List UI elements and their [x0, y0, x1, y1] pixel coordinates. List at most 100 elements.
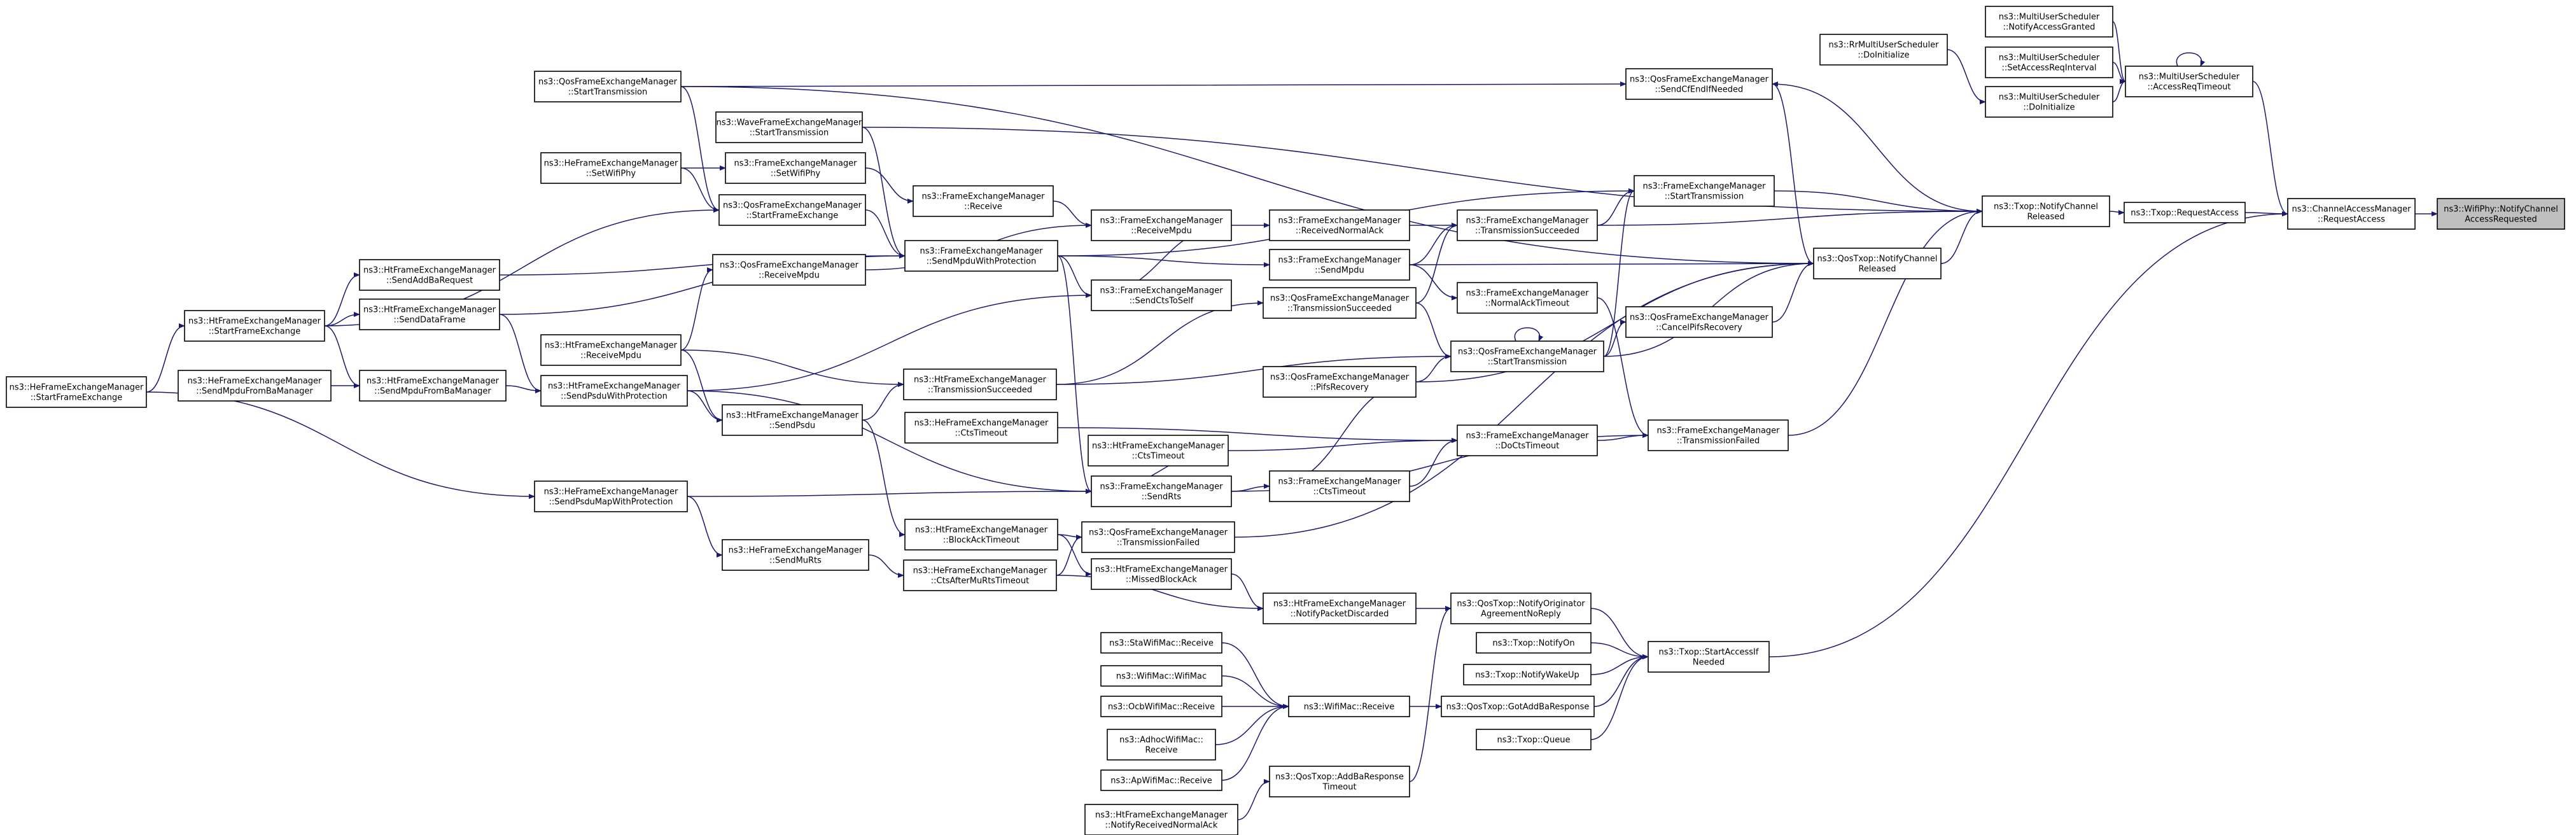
edge-qos-fem-pifs-recovery-to-qos-fem-start-transmission — [1415, 354, 1452, 382]
node-label: ns3::Txop::NotifyOn — [1492, 639, 1574, 649]
node-wi-fi-phy-notify-channel-access-requested[interactable]: ns3::WifiPhy::NotifyChannelAccessRequest… — [2437, 198, 2565, 230]
node-he-fem-send-psdu-map-with-protection[interactable]: ns3::HeFrameExchangeManager::SendPsduMap… — [534, 481, 688, 512]
node-ocb-wifi-mac-receive[interactable]: ns3::OcbWifiMac::Receive — [1100, 696, 1222, 717]
node-qos-fem-cancel-pifs-recovery[interactable]: ns3::QosFrameExchangeManager::CancelPifs… — [1625, 306, 1773, 338]
node-ht-fem-send-mpdu-from-ba-manager[interactable]: ns3::HtFrameExchangeManager::SendMpduFro… — [359, 370, 507, 402]
node-label: ::DoInitialize — [2023, 103, 2075, 113]
node-qos-fem-start-frame-exchange[interactable]: ns3::QosFrameExchangeManager::StartFrame… — [718, 194, 866, 226]
edge-he-fem-cts-after-mu-rts-timeout-to-qos-fem-transmission-failed — [1056, 535, 1082, 576]
node-mus-notify-access-granted[interactable]: ns3::MultiUserScheduler::NotifyAccessGra… — [1985, 6, 2113, 38]
node-ht-fem-missed-block-ack[interactable]: ns3::HtFrameExchangeManager::MissedBlock… — [1091, 558, 1232, 590]
edge-qos-txop-got-add-ba-response-to-txop-start-access-if-needed — [1593, 654, 1649, 707]
node-label: ns3::FrameExchangeManager — [920, 247, 1043, 256]
node-label: ns3::HtFrameExchangeManager — [363, 305, 496, 315]
node-fem-set-wifi-phy[interactable]: ns3::FrameExchangeManager::SetWifiPhy — [725, 152, 866, 184]
edge-ht-fem-receive-mpdu-to-qos-fem-receive-mpdu — [680, 267, 713, 351]
node-box — [904, 519, 1058, 551]
node-box — [1288, 696, 1410, 717]
node-qos-txop-got-add-ba-response[interactable]: ns3::QosTxop::GotAddBaResponse — [1441, 696, 1595, 717]
node-label: ns3::Txop::Queue — [1497, 736, 1571, 745]
node-label: ns3::WifiMac::Receive — [1304, 703, 1394, 712]
node-rr-mus-do-initialize[interactable]: ns3::RrMultiUserScheduler::DoInitialize — [1819, 34, 1948, 66]
node-label: ::CtsTimeout — [955, 429, 1008, 439]
node-label: ns3::MultiUserScheduler — [1999, 93, 2100, 102]
node-label: ns3::HtFrameExchangeManager — [726, 411, 859, 421]
node-wave-fem-start-transmission[interactable]: ns3::WaveFrameExchangeManager::StartTran… — [715, 111, 863, 143]
node-mus-do-initialize[interactable]: ns3::MultiUserScheduler::DoInitialize — [1985, 86, 2113, 118]
node-fem-send-cts-to-self[interactable]: ns3::FrameExchangeManager::SendCtsToSelf — [1091, 279, 1232, 311]
node-he-fem-send-mpdu-from-ba-manager[interactable]: ns3::HeFrameExchangeManager::SendMpduFro… — [178, 370, 332, 402]
node-mus-access-req-timeout[interactable]: ns3::MultiUserScheduler::AccessReqTimeou… — [2125, 66, 2253, 97]
node-he-fem-cts-after-mu-rts-timeout[interactable]: ns3::HeFrameExchangeManager::CtsAfterMuR… — [903, 559, 1057, 591]
node-channel-access-manager-request-access[interactable]: ns3::ChannelAccessManager::RequestAccess — [2287, 198, 2416, 230]
node-ht-fem-cts-timeout[interactable]: ns3::HtFrameExchangeManager::CtsTimeout — [1088, 435, 1229, 467]
node-ht-fem-receive-mpdu[interactable]: ns3::HtFrameExchangeManager::ReceiveMpdu — [540, 334, 682, 366]
node-label: ns3::FrameExchangeManager — [1642, 182, 1766, 192]
node-ht-fem-transmission-succeeded[interactable]: ns3::HtFrameExchangeManager::Transmissio… — [903, 368, 1057, 400]
node-qos-fem-transmission-succeeded[interactable]: ns3::QosFrameExchangeManager::Transmissi… — [1263, 287, 1417, 319]
node-txop-request-access[interactable]: ns3::Txop::RequestAccess — [2124, 202, 2246, 223]
node-txop-queue[interactable]: ns3::Txop::Queue — [1476, 729, 1592, 750]
node-ht-fem-notify-packet-discarded[interactable]: ns3::HtFrameExchangeManager::NotifyPacke… — [1263, 593, 1417, 624]
node-fem-receive[interactable]: ns3::FrameExchangeManager::Receive — [913, 185, 1054, 217]
node-qos-fem-pifs-recovery[interactable]: ns3::QosFrameExchangeManager::PifsRecove… — [1263, 366, 1417, 398]
node-fem-receive-mpdu[interactable]: ns3::FrameExchangeManager::ReceiveMpdu — [1091, 209, 1232, 241]
node-qos-fem-transmission-failed[interactable]: ns3::QosFrameExchangeManager::Transmissi… — [1081, 521, 1235, 553]
node-ht-fem-start-frame-exchange[interactable]: ns3::HtFrameExchangeManager::StartFrameE… — [184, 310, 325, 342]
node-ht-fem-send-psdu-with-protection[interactable]: ns3::HtFrameExchangeManager::SendPsduWit… — [540, 375, 688, 407]
node-mus-set-access-req-interval[interactable]: ns3::MultiUserScheduler::SetAccessReqInt… — [1985, 46, 2113, 78]
node-he-fem-start-frame-exchange[interactable]: ns3::HeFrameExchangeManager::StartFrameE… — [6, 376, 147, 408]
node-fem-send-rts[interactable]: ns3::FrameExchangeManager::SendRts — [1091, 475, 1232, 507]
node-label: ns3::QosFrameExchangeManager — [723, 201, 862, 211]
node-wifi-mac-receive[interactable]: ns3::WifiMac::Receive — [1288, 696, 1410, 717]
node-box — [1441, 696, 1595, 717]
node-box — [1107, 729, 1216, 761]
node-box — [712, 254, 866, 286]
node-ht-fem-send-data-frame[interactable]: ns3::HtFrameExchangeManager::SendDataFra… — [359, 298, 500, 330]
node-txop-notify-on[interactable]: ns3::Txop::NotifyOn — [1476, 632, 1592, 654]
node-box — [540, 152, 682, 184]
node-box — [1091, 475, 1232, 507]
node-label: ns3::HtFrameExchangeManager — [915, 526, 1048, 535]
node-qos-fem-start-transmission-top[interactable]: ns3::QosFrameExchangeManager::StartTrans… — [534, 71, 682, 102]
node-txop-notify-wake-up[interactable]: ns3::Txop::NotifyWakeUp — [1463, 664, 1592, 685]
edge-qos-fem-send-cf-end-if-needed-to-txop-notify-channel-released — [1772, 83, 1983, 214]
node-box — [540, 334, 682, 366]
node-sta-wifi-mac-receive[interactable]: ns3::StaWifiMac::Receive — [1100, 632, 1222, 654]
node-fem-send-mpdu[interactable]: ns3::FrameExchangeManager::SendMpdu — [1269, 249, 1410, 281]
node-fem-received-normal-ack[interactable]: ns3::FrameExchangeManager::ReceivedNorma… — [1269, 209, 1410, 241]
node-qos-fem-start-transmission[interactable]: ns3::QosFrameExchangeManager::StartTrans… — [1450, 340, 1604, 372]
node-ap-wifi-mac-receive[interactable]: ns3::ApWifiMac::Receive — [1100, 769, 1222, 791]
node-label: ns3::QosFrameExchangeManager — [1089, 528, 1228, 538]
node-label: ns3::QosTxop::NotifyChannel — [1817, 255, 1937, 264]
node-label: AccessRequested — [2465, 215, 2537, 225]
node-fem-transmission-failed[interactable]: ns3::FrameExchangeManager::TransmissionF… — [1648, 419, 1789, 451]
node-he-fem-send-mu-rts[interactable]: ns3::HeFrameExchangeManager::SendMuRts — [722, 539, 869, 571]
node-qos-fem-receive-mpdu[interactable]: ns3::QosFrameExchangeManager::ReceiveMpd… — [712, 254, 866, 286]
edge-he-fem-send-psdu-map-with-protection-to-he-fem-send-mu-rts — [687, 496, 723, 558]
node-wifi-mac-wifi-mac[interactable]: ns3::WifiMac::WifiMac — [1100, 665, 1222, 687]
node-ht-fem-notify-received-normal-ack[interactable]: ns3::HtFrameExchangeManager::NotifyRecei… — [1084, 804, 1238, 835]
node-ht-fem-block-ack-timeout[interactable]: ns3::HtFrameExchangeManager::BlockAckTim… — [904, 519, 1058, 551]
node-fem-start-transmission[interactable]: ns3::FrameExchangeManager::StartTransmis… — [1634, 175, 1775, 207]
node-he-fem-set-wifi-phy[interactable]: ns3::HeFrameExchangeManager::SetWifiPhy — [540, 152, 682, 184]
edge-ht-fem-send-mpdu-from-ba-manager-to-ht-fem-send-psdu-with-protection — [505, 385, 542, 393]
node-label: ns3::QosFrameExchangeManager — [1458, 347, 1597, 357]
node-qos-txop-notify-originator-agreement-no-reply[interactable]: ns3::QosTxop::NotifyOriginatorAgreementN… — [1450, 593, 1592, 624]
node-qos-fem-send-cf-end-if-needed[interactable]: ns3::QosFrameExchangeManager::SendCfEndI… — [1625, 68, 1773, 100]
node-fem-transmission-succeeded[interactable]: ns3::FrameExchangeManager::TransmissionS… — [1457, 209, 1598, 241]
node-fem-cts-timeout[interactable]: ns3::FrameExchangeManager::CtsTimeout — [1269, 470, 1410, 502]
node-fem-normal-ack-timeout[interactable]: ns3::FrameExchangeManager::NormalAckTime… — [1457, 282, 1598, 314]
node-fem-do-cts-timeout[interactable]: ns3::FrameExchangeManager::DoCtsTimeout — [1457, 425, 1598, 456]
node-fem-send-mpdu-with-protection[interactable]: ns3::FrameExchangeManager::SendMpduWithP… — [904, 240, 1058, 272]
node-ht-fem-send-add-ba-request[interactable]: ns3::HtFrameExchangeManager::SendAddBaRe… — [359, 259, 500, 291]
node-he-fem-cts-timeout[interactable]: ns3::HeFrameExchangeManager::CtsTimeout — [904, 412, 1058, 444]
node-adhoc-wifi-mac-receive[interactable]: ns3::AdhocWifiMac::Receive — [1107, 729, 1216, 761]
node-ht-fem-send-psdu[interactable]: ns3::HtFrameExchangeManager::SendPsdu — [722, 404, 863, 436]
edge-he-fem-cts-timeout-to-fem-do-cts-timeout — [1057, 427, 1458, 443]
node-label: ns3::HtFrameExchangeManager — [1095, 565, 1228, 575]
